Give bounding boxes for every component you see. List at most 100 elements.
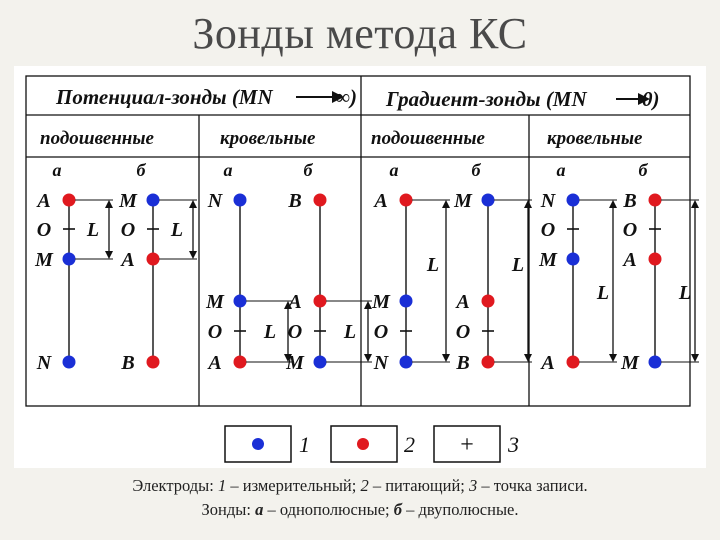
probe-4-label-B: B <box>287 190 301 212</box>
probe-2-electrode-B <box>146 355 160 369</box>
probe-7-electrode-M <box>566 252 580 266</box>
probe-5-distance-arrow-head-top <box>442 200 450 208</box>
probe-2-label-O: O <box>121 219 135 241</box>
probe-5-label-O: O <box>374 321 388 343</box>
probe-1-electrode-M <box>62 252 76 266</box>
probe-8-electrode-M <box>648 355 662 369</box>
probe-8-distance-label: L <box>678 282 691 304</box>
probe-4-label-M: M <box>285 352 305 374</box>
probe-4-distance-arrow-head-top <box>364 301 372 309</box>
probe-5-electrode-N <box>399 355 413 369</box>
probe-8-label-M: M <box>620 352 640 374</box>
probe-2-distance-arrow-head-top <box>189 200 197 208</box>
probe-6-label-O: O <box>456 321 470 343</box>
probe-8-label-B: B <box>622 190 636 212</box>
probe-7-label-N: N <box>540 190 557 212</box>
probe-1-distance-arrow-head-bottom <box>105 251 113 259</box>
probe-3-distance-label: L <box>263 321 276 343</box>
legend-measuring-dot <box>252 438 264 450</box>
probe-7-label-O: O <box>541 219 555 241</box>
probe-2-label-A: A <box>119 249 134 271</box>
probe-4-label-O: O <box>288 321 302 343</box>
legend-supply-dot <box>357 438 369 450</box>
probe-5-distance-arrow-head-bottom <box>442 354 450 362</box>
caption: Электроды: 1 – измерительный; 2 – питающ… <box>0 474 720 522</box>
probe-6-distance-arrow-head-top <box>524 200 532 208</box>
probe-8-label-O: O <box>623 219 637 241</box>
probe-3-label-N: N <box>207 190 224 212</box>
legend-number-3: 3 <box>507 432 519 457</box>
probe-6-label-M: M <box>453 190 473 212</box>
probe-2-electrode-M <box>146 193 160 207</box>
subheader-4: кровельные <box>547 128 643 149</box>
probe-5-distance-label: L <box>426 254 439 276</box>
probe-4-electrode-B <box>313 193 327 207</box>
probe-3-distance-arrow-head-top <box>284 301 292 309</box>
probe-diagram: Потенциал-зонды (MN ∞) Градиент-зонды (M… <box>25 75 699 463</box>
legend-box-1 <box>224 425 292 463</box>
legend-box-3 <box>433 425 501 463</box>
probe-7-label-M: M <box>538 249 558 271</box>
probe-6-electrode-M <box>481 193 495 207</box>
probe-7-electrode-A <box>566 355 580 369</box>
subheader-1: подошвенные <box>40 128 155 149</box>
header-potential-text: Потенциал-зонды (MN <box>55 85 273 109</box>
slide-title: Зонды метода КС <box>192 9 528 58</box>
probe-7-distance-arrow-head-top <box>609 200 617 208</box>
probe-8-column-label: б <box>639 160 649 180</box>
probe-5-electrode-M <box>399 294 413 308</box>
probe-3-electrode-A <box>233 355 247 369</box>
legend-number-2: 2 <box>404 432 415 457</box>
probe-8-label-A: A <box>621 249 636 271</box>
header-potential-limit: ∞) <box>335 85 357 109</box>
probe-6-column-label: б <box>472 160 482 180</box>
probe-3-label-A: A <box>206 352 221 374</box>
caption-line-2: Зонды: а – однополюсные; б – двуполюсные… <box>201 500 519 519</box>
probe-3-column-label: а <box>224 160 233 180</box>
subheader-2: кровельные <box>220 128 316 149</box>
probe-1-distance-label: L <box>86 219 99 241</box>
probe-6-label-B: B <box>455 352 469 374</box>
probe-1-column-label: а <box>53 160 62 180</box>
probe-1-distance-arrow-head-top <box>105 200 113 208</box>
probe-6-electrode-A <box>481 294 495 308</box>
probe-7-distance-label: L <box>596 282 609 304</box>
probe-2-label-M: M <box>118 190 138 212</box>
probe-6-electrode-B <box>481 355 495 369</box>
legend-box-2 <box>330 425 398 463</box>
header-gradient-limit: 0) <box>642 87 660 111</box>
header-gradient-text: Градиент-зонды (MN <box>385 87 587 111</box>
legend-number-1: 1 <box>299 432 310 457</box>
probe-2-label-B: B <box>120 352 134 374</box>
probe-5-electrode-A <box>399 193 413 207</box>
probe-3-electrode-N <box>233 193 247 207</box>
probe-7-electrode-N <box>566 193 580 207</box>
probe-8-electrode-B <box>648 193 662 207</box>
probe-1-label-N: N <box>36 352 53 374</box>
probe-1-electrode-A <box>62 193 76 207</box>
probe-4-distance-arrow-head-bottom <box>364 354 372 362</box>
probe-7-label-A: A <box>539 352 554 374</box>
probe-3-distance-arrow-head-bottom <box>284 354 292 362</box>
probe-4-column-label: б <box>304 160 314 180</box>
probe-5-column-label: а <box>390 160 399 180</box>
probe-4-electrode-A <box>313 294 327 308</box>
probe-1-label-O: O <box>37 219 51 241</box>
probe-2-electrode-A <box>146 252 160 266</box>
probe-1-label-A: A <box>35 190 50 212</box>
probe-3-label-M: M <box>205 291 225 313</box>
probe-5-label-M: M <box>371 291 391 313</box>
probe-2-distance-label: L <box>170 219 183 241</box>
probe-2-distance-arrow-head-bottom <box>189 251 197 259</box>
probe-6-label-A: A <box>454 291 469 313</box>
probes-layer: аAOMNLбMOABLаNMOALбBAOMLаAMONLбMAOBLаNOM… <box>34 160 699 374</box>
header-gradient: Градиент-зонды (MN 0) <box>385 87 660 111</box>
figure-panel: Потенциал-зонды (MN ∞) Градиент-зонды (M… <box>14 66 706 468</box>
probe-7-column-label: а <box>557 160 566 180</box>
probe-1-electrode-N <box>62 355 76 369</box>
probe-3-electrode-M <box>233 294 247 308</box>
probe-4-label-A: A <box>286 291 301 313</box>
probe-8-distance-arrow-head-top <box>691 200 699 208</box>
probe-2-column-label: б <box>137 160 147 180</box>
probe-4-electrode-M <box>313 355 327 369</box>
